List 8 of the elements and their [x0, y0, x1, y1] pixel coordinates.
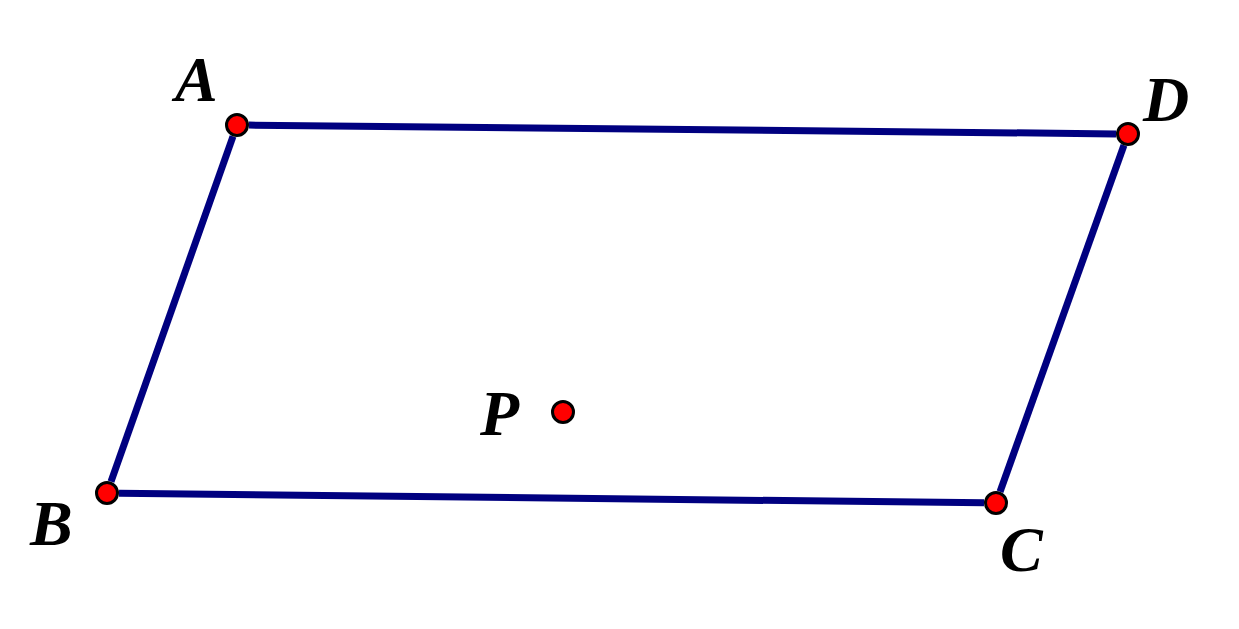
line-segment	[107, 135, 237, 483]
line-segment	[996, 144, 1128, 493]
point-label: P	[480, 382, 520, 446]
line-segment	[118, 489, 985, 507]
point-label: B	[30, 492, 73, 556]
point-label: C	[1000, 518, 1043, 582]
point-label: D	[1143, 68, 1190, 132]
line-segment	[248, 121, 1117, 138]
